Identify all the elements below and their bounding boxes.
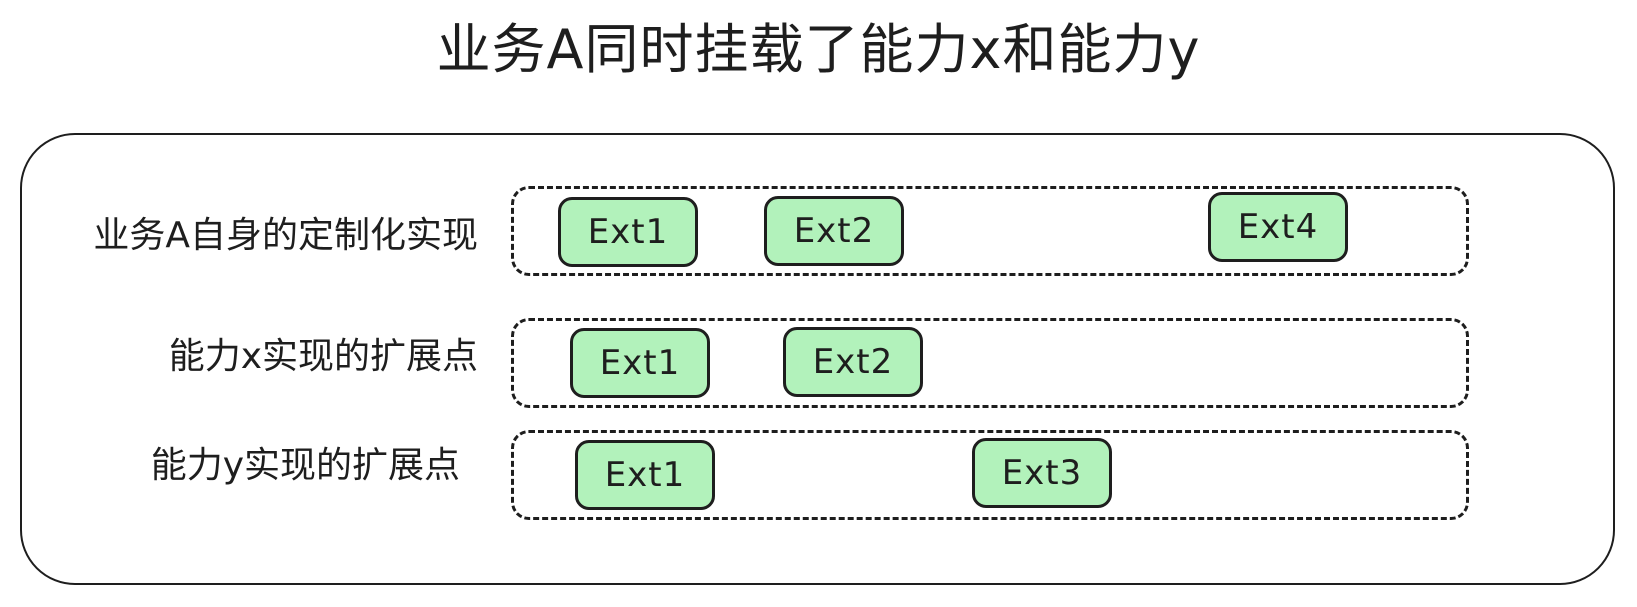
ext-box-row2-ext2: Ext2 — [783, 327, 923, 397]
row-label-capability-x: 能力x实现的扩展点 — [168, 336, 478, 377]
row-label-business-a-custom: 业务A自身的定制化实现 — [93, 215, 478, 256]
ext-box-row2-ext1: Ext1 — [570, 328, 710, 398]
row-group-business-a-custom — [511, 186, 1469, 276]
row-label-capability-y: 能力y实现的扩展点 — [150, 445, 460, 486]
row-group-capability-y — [511, 430, 1469, 520]
ext-box-row3-ext3: Ext3 — [972, 438, 1112, 508]
ext-box-row1-ext1: Ext1 — [558, 197, 698, 267]
ext-box-row3-ext1: Ext1 — [575, 440, 715, 510]
diagram-title: 业务A同时挂载了能力x和能力y — [436, 18, 1201, 81]
ext-box-row1-ext2: Ext2 — [764, 196, 904, 266]
business-a-container — [20, 133, 1615, 585]
row-group-capability-x — [511, 318, 1469, 408]
ext-box-row1-ext4: Ext4 — [1208, 192, 1348, 262]
